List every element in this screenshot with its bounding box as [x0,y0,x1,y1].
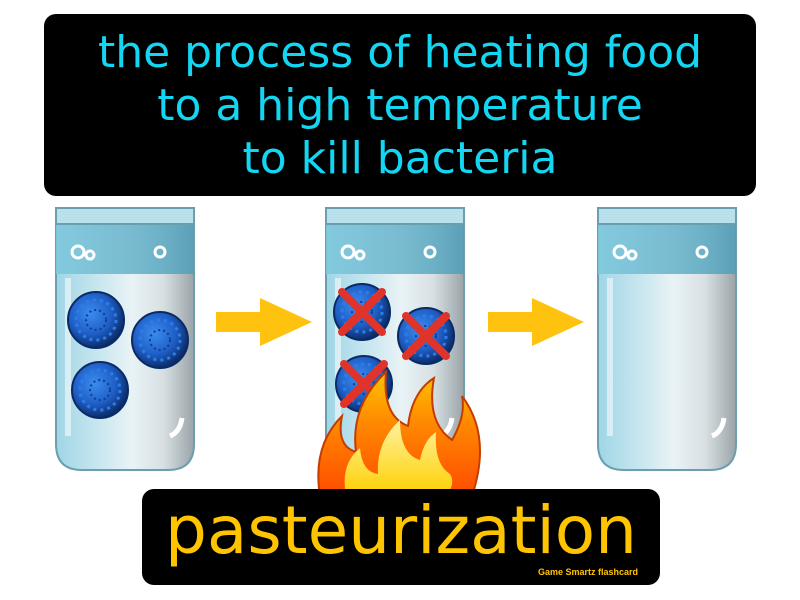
definition-line-3: to kill bacteria [242,133,558,184]
term-text: pasteurization [164,492,638,569]
term-box: pasteurization Game Smartz flashcard [142,489,660,585]
brand-label: Game Smartz flashcard [537,567,638,577]
definition-box: the process of heating food to a high te… [44,14,756,196]
bacteria-icon [66,290,126,350]
glass-with-bacteria [56,208,194,470]
arrow-right-icon [488,298,584,346]
bacteria-icon [130,310,190,370]
bacteria-icon [70,360,130,420]
definition-text: the process of heating food to a high te… [44,26,756,185]
arrow-right-icon [216,298,312,346]
definition-line-2: to a high temperature [157,80,643,131]
definition-line-1: the process of heating food [97,27,703,78]
glass-clean [598,208,736,470]
illustration [0,196,800,496]
fire-icon [317,369,481,496]
glass-icon [598,208,736,470]
